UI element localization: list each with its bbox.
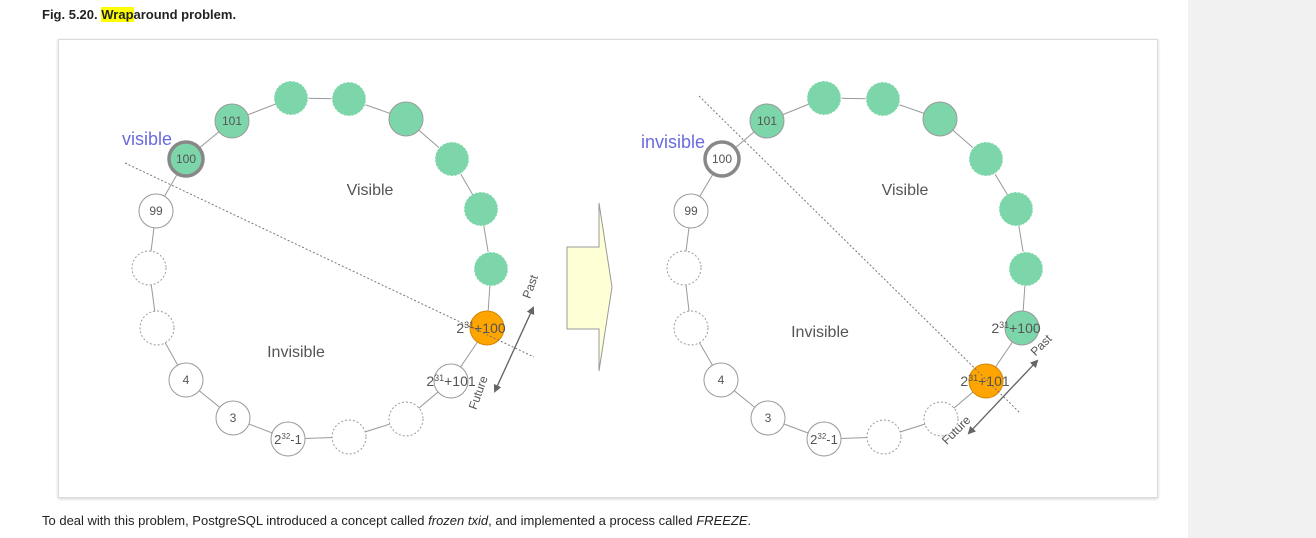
txid-max-node xyxy=(806,421,842,457)
txid-99-node xyxy=(673,193,709,229)
current-txid-node xyxy=(469,310,505,346)
visible-txid-node xyxy=(273,80,309,116)
future-arrow xyxy=(967,360,1038,435)
visible-txid-node xyxy=(388,101,424,137)
txid-max-label: 232-1 xyxy=(274,432,302,447)
visible-txid-node xyxy=(1008,251,1044,287)
caption-rest: around problem. xyxy=(133,7,237,22)
empty-txid-node xyxy=(923,401,959,437)
visible-txid-node xyxy=(463,191,499,227)
region-visible-label: Visible xyxy=(882,182,929,199)
next-txid-node xyxy=(433,363,469,399)
body-paragraph: To deal with this problem, PostgreSQL in… xyxy=(42,513,751,528)
horizon-line xyxy=(698,95,1021,414)
txid-4-node-label: 4 xyxy=(718,373,725,387)
empty-txid-node xyxy=(666,250,702,286)
txid-101-node xyxy=(214,103,250,139)
current-txid-node xyxy=(968,363,1004,399)
txid-max-node xyxy=(270,421,306,457)
visible-txid-node xyxy=(968,141,1004,177)
txid-100-node-label: 100 xyxy=(712,152,732,166)
empty-txid-node xyxy=(673,310,709,346)
visible-txid-node xyxy=(806,80,842,116)
body-text-middle: , and implemented a process called xyxy=(488,513,697,528)
visible-txid-node xyxy=(473,251,509,287)
txid-current-label: 231+100 xyxy=(456,320,506,336)
previous-txid-node xyxy=(1004,310,1040,346)
region-invisible-label: Invisible xyxy=(791,324,849,341)
txid-next-label: 231+101 xyxy=(426,373,476,389)
txid-4-node xyxy=(703,362,739,398)
txid-current-label: 231+101 xyxy=(960,373,1010,389)
txid-101-node xyxy=(749,103,785,139)
marker-label: visible xyxy=(122,129,172,149)
txid-99-node-label: 99 xyxy=(149,204,163,218)
body-text-after: . xyxy=(747,513,752,528)
visible-txid-node xyxy=(865,81,901,117)
txid-99-node xyxy=(138,193,174,229)
future-arrow xyxy=(493,307,534,393)
region-visible-label: Visible xyxy=(347,182,394,199)
body-text-before: To deal with this problem, PostgreSQL in… xyxy=(42,513,429,528)
txid-100-node-label: 100 xyxy=(176,152,196,166)
empty-txid-node xyxy=(331,419,367,455)
empty-txid-node xyxy=(866,419,902,455)
txid-99-node-label: 99 xyxy=(684,204,698,218)
visible-txid-node xyxy=(331,81,367,117)
txid-3-node-label: 3 xyxy=(765,411,772,425)
txid-100-node xyxy=(703,140,741,178)
txid-3-node xyxy=(215,400,251,436)
txid-previous-label: 231+100 xyxy=(991,320,1041,336)
term-frozen-txid: frozen txid xyxy=(428,513,489,528)
txid-3-node xyxy=(750,400,786,436)
txid-4-node xyxy=(168,362,204,398)
region-invisible-label: Invisible xyxy=(267,344,325,361)
txid-100-node xyxy=(167,140,205,178)
txid-101-node-label: 101 xyxy=(222,114,242,128)
empty-txid-node xyxy=(139,310,175,346)
empty-txid-node xyxy=(388,401,424,437)
past-label: Past xyxy=(520,272,542,300)
txid-max-label: 232-1 xyxy=(810,432,838,447)
marker-label: invisible xyxy=(641,132,705,152)
term-freeze: FREEZE xyxy=(696,513,748,528)
horizon-line xyxy=(124,162,535,358)
visible-txid-node xyxy=(922,101,958,137)
visible-txid-node xyxy=(434,141,470,177)
empty-txid-node xyxy=(131,250,167,286)
figure-caption: Fig. 5.20. Wraparound problem. xyxy=(42,7,236,22)
caption-prefix: Fig. 5.20. xyxy=(42,7,102,22)
txid-3-node-label: 3 xyxy=(230,411,237,425)
caption-highlight: Wrap xyxy=(101,7,134,22)
txid-4-node-label: 4 xyxy=(183,373,190,387)
visible-txid-node xyxy=(998,191,1034,227)
transition-arrow xyxy=(566,202,613,372)
txid-101-node-label: 101 xyxy=(757,114,777,128)
